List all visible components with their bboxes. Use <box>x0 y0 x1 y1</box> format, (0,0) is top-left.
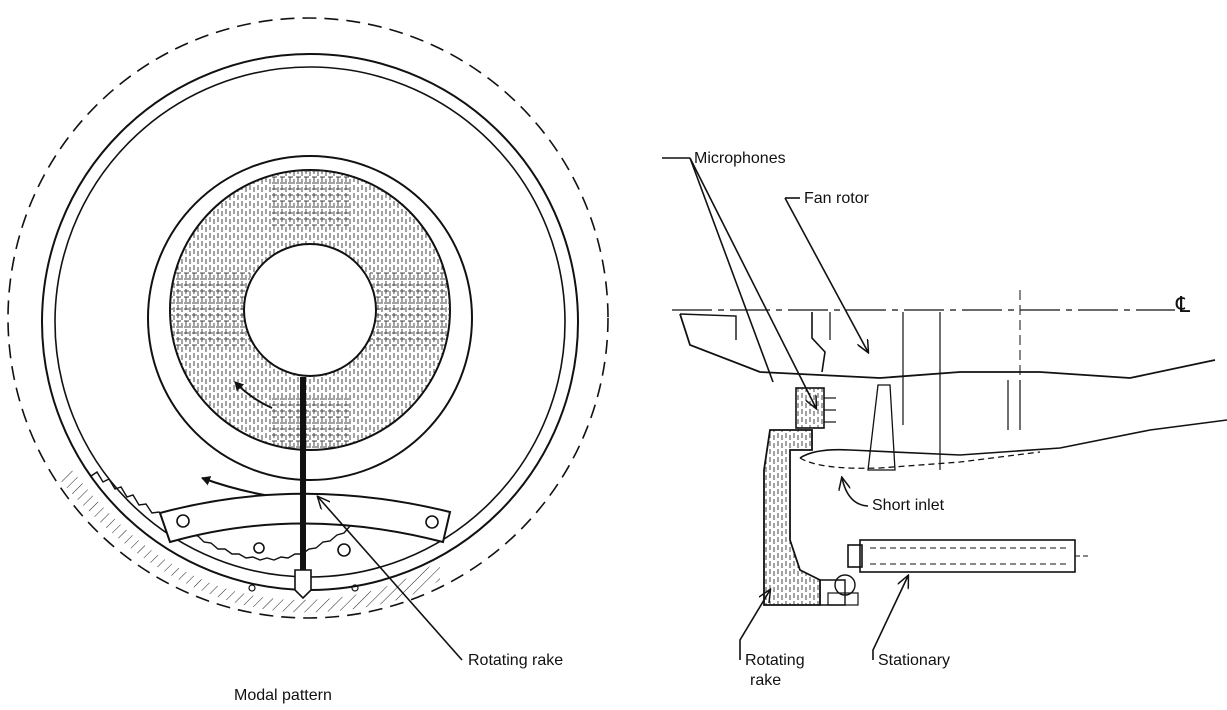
gear-teeth <box>84 467 369 561</box>
ground-hatching <box>60 470 440 613</box>
annulus-outer-ring <box>147 155 473 481</box>
microphones-label: Microphones <box>694 150 786 167</box>
rake-arm <box>763 429 821 606</box>
short-inlet-label: Short inlet <box>872 497 945 514</box>
rail-hole <box>248 584 256 592</box>
stationary-leader <box>872 576 908 660</box>
inner-rotation-arrow <box>234 381 273 409</box>
side-view <box>662 157 1227 660</box>
rotating-rake-label: Rotating rake <box>468 652 564 669</box>
microphones-leader <box>689 157 774 383</box>
rotating-rake-label-line2: rake <box>750 672 782 689</box>
rotating-rake-leader <box>739 590 770 660</box>
hub-circle <box>243 243 377 377</box>
rake-arm-upper <box>795 387 825 429</box>
rake-drive <box>294 569 312 600</box>
short-inlet-leader <box>842 478 869 507</box>
outer-rotation-arrow <box>201 476 271 497</box>
rail-hole <box>253 542 265 554</box>
rotating-rake-leader <box>318 497 463 661</box>
outer-dashed-circle <box>7 17 609 619</box>
modal-pattern-caption: Modal pattern <box>234 687 332 704</box>
rake-stem <box>300 377 306 570</box>
fan-rotor-label: Fan rotor <box>804 190 869 207</box>
short-inlet-lip <box>799 419 1227 459</box>
nacelle-contour <box>679 313 1216 379</box>
fan-rotor-leader <box>784 197 868 352</box>
microphones-leader <box>689 157 816 408</box>
axial-view <box>7 17 609 661</box>
fan-rotor <box>811 312 826 373</box>
rail-hole <box>425 515 439 529</box>
rotating-rake-label-line1: Rotating <box>745 652 805 669</box>
stationary-shaft <box>859 539 1076 573</box>
rail-hole <box>337 543 351 557</box>
stationary-label: Stationary <box>878 652 951 669</box>
rail-hole <box>351 584 359 592</box>
centerline-symbol: ℄ <box>1176 293 1191 318</box>
rail-hole <box>176 514 190 528</box>
